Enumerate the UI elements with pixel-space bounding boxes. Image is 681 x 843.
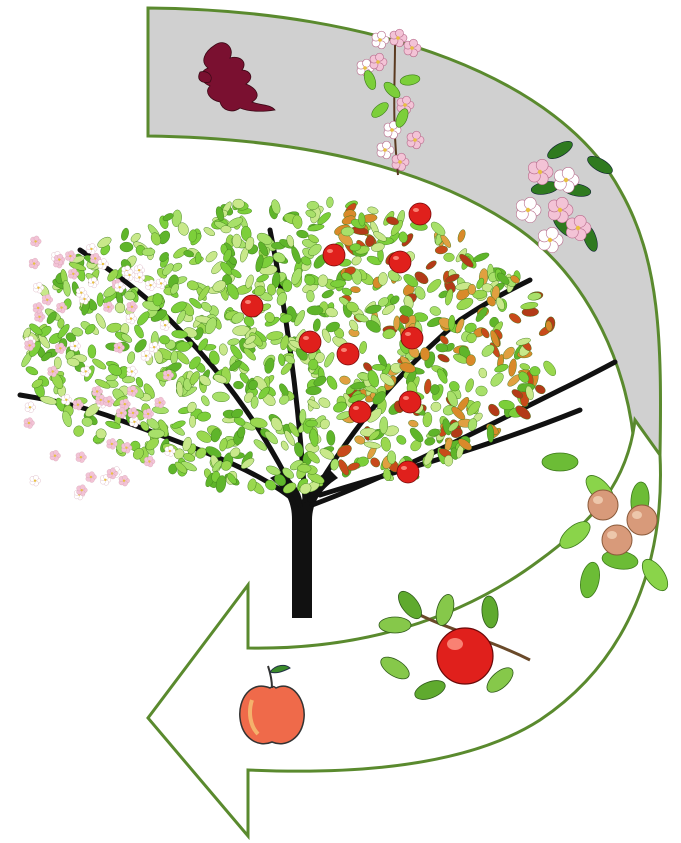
tree-canopy — [20, 197, 559, 497]
apple-tree-icon — [20, 197, 615, 618]
